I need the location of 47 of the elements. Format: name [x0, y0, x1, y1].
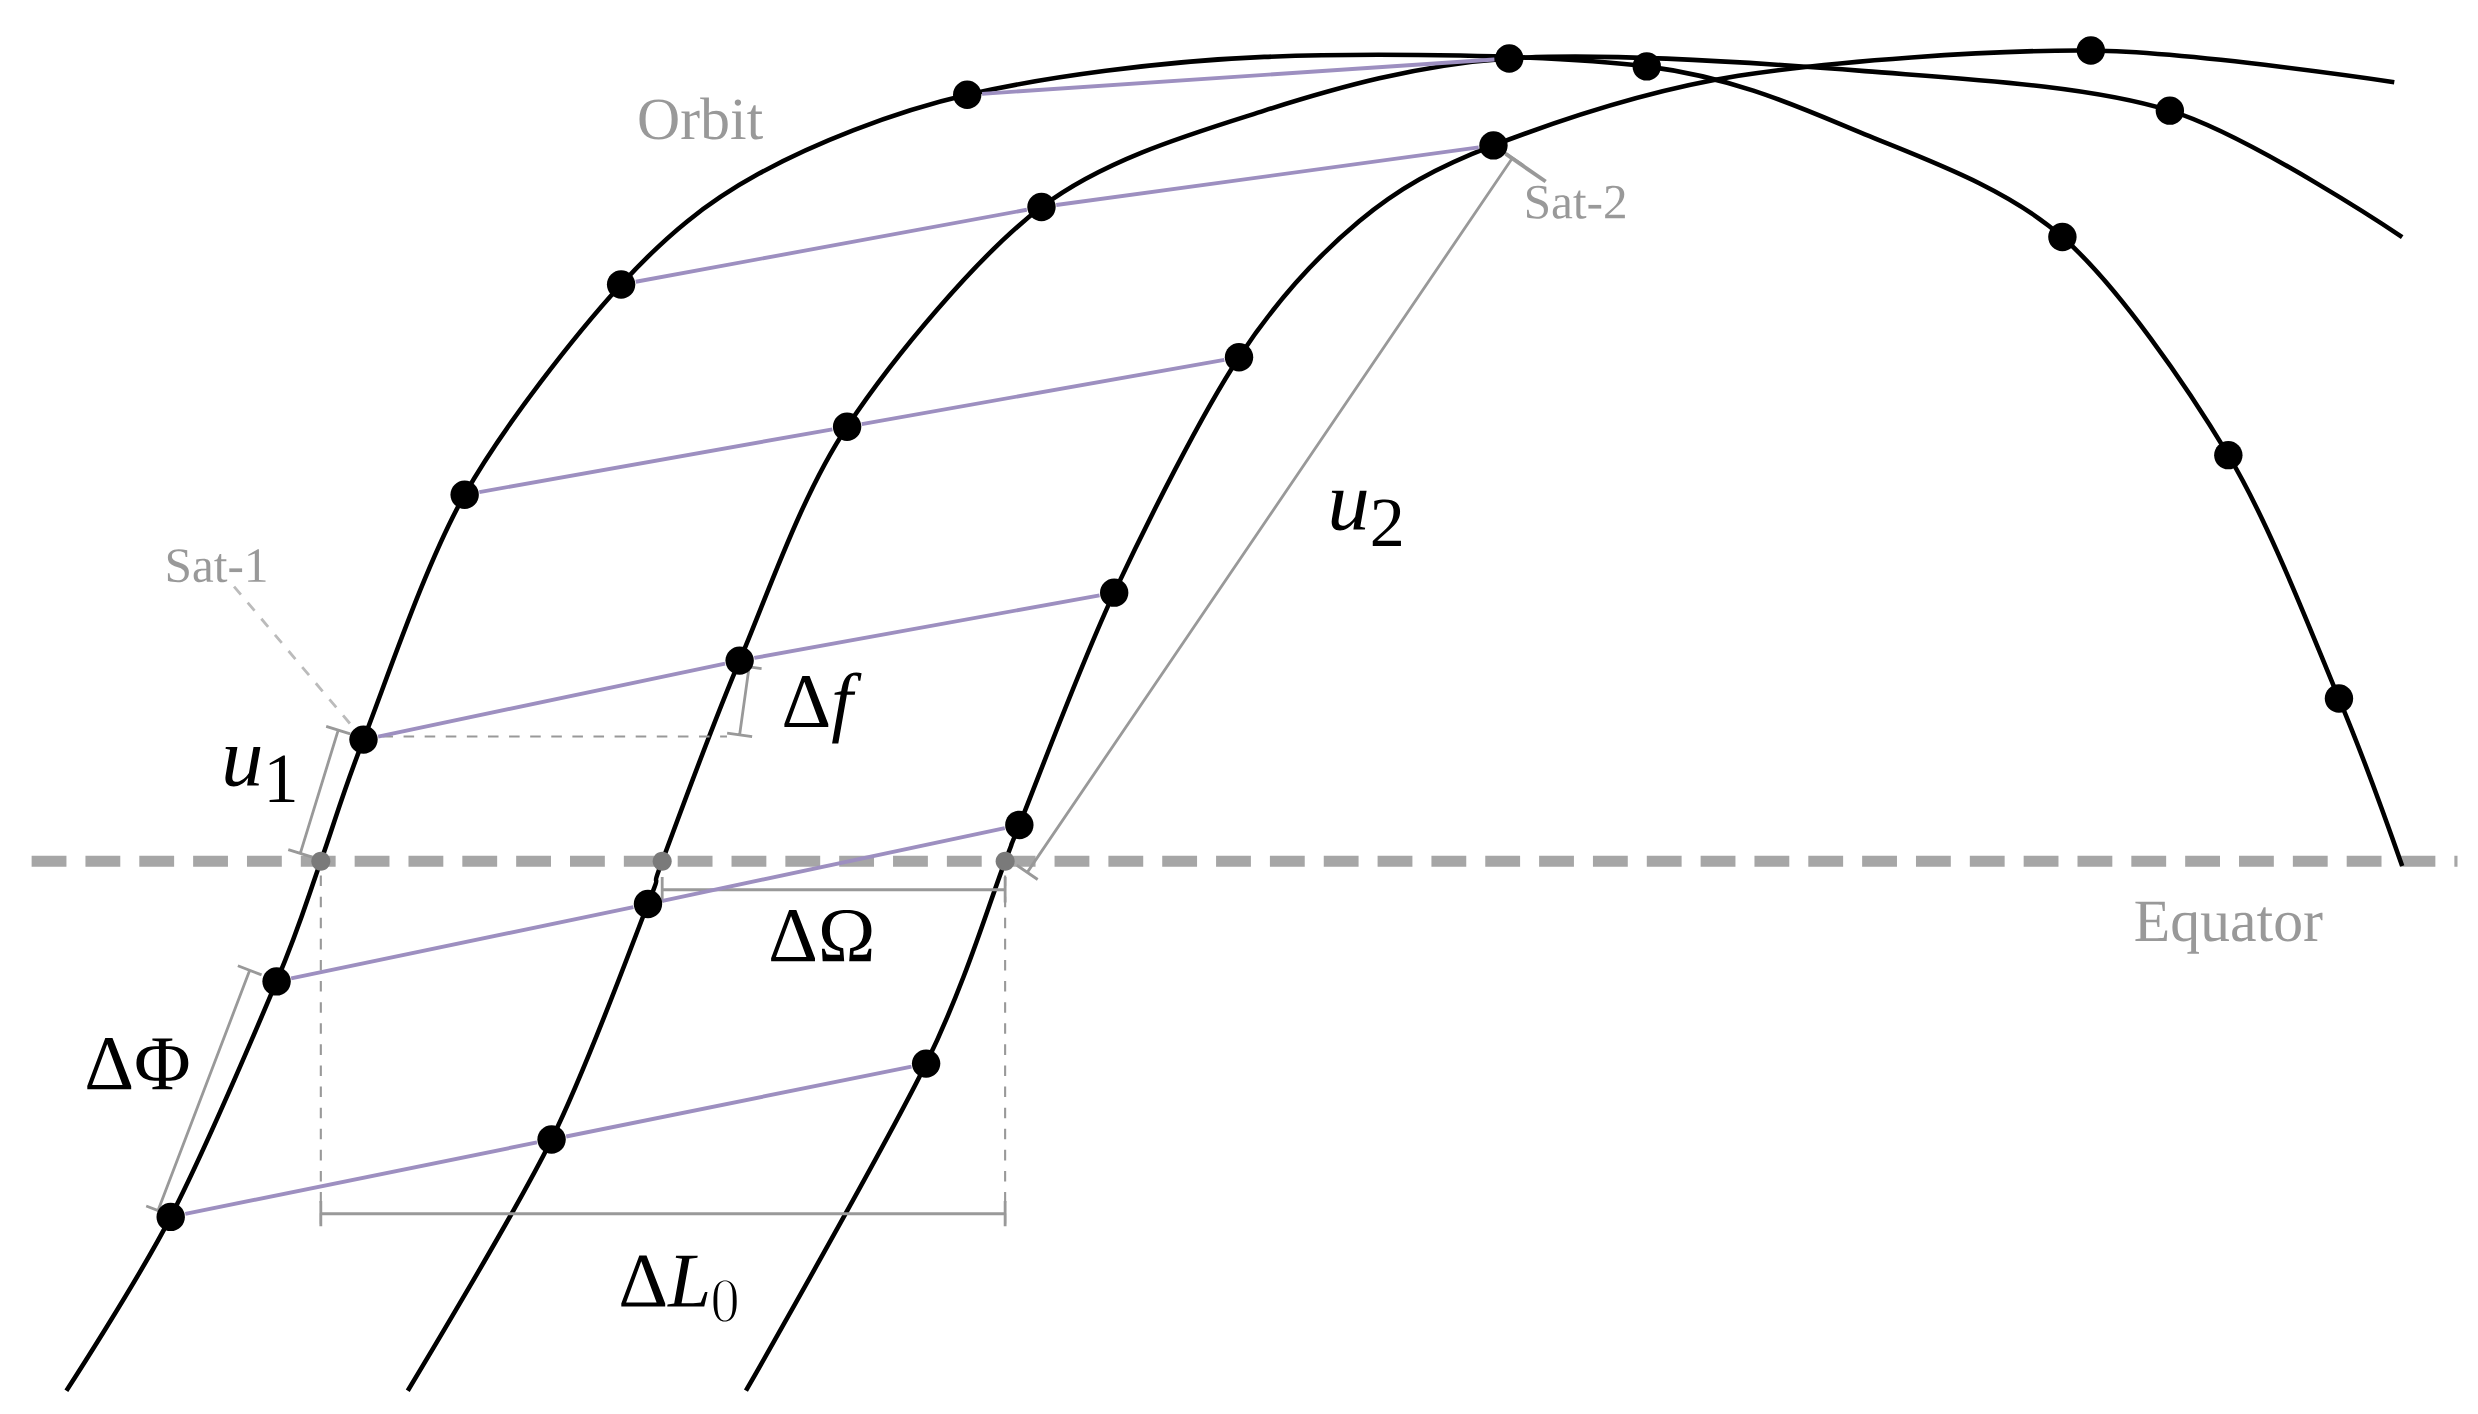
dimension-label: u$_{2}$ — [1331, 490, 1401, 546]
satellite-dot — [832, 412, 862, 441]
crosslink-line — [753, 593, 1100, 660]
crosslink-line — [635, 207, 1028, 284]
satellite-dot — [725, 646, 754, 675]
crosslink-line — [479, 427, 833, 494]
crossing-point — [652, 851, 672, 871]
crosslink-line — [565, 1064, 912, 1139]
leader-line — [1504, 152, 1547, 183]
satellite-dot — [2324, 684, 2354, 713]
crosslink-line — [981, 57, 1495, 96]
dimension-label: ΔΦ — [87, 1037, 189, 1089]
satellite-dot — [1099, 578, 1129, 607]
satellite-dot — [633, 889, 663, 918]
dimension-label: $\mbox{Δ}L_{0}$ — [621, 1255, 737, 1322]
satellite-label: Sat-2 — [1527, 185, 1625, 219]
satellite-dot — [1495, 44, 1524, 73]
satellite-dot — [349, 725, 378, 754]
satellite-dot — [606, 270, 636, 299]
satellite-dot — [1479, 131, 1508, 160]
crossing-point — [311, 851, 331, 871]
crosslink-line — [861, 357, 1225, 426]
dimension-label: u$_{1}$ — [225, 746, 295, 802]
satellite-dot — [1027, 192, 1056, 222]
satellite-dot — [2214, 440, 2243, 470]
dimension-label: $\mbox{Δ}f$ — [784, 672, 862, 744]
satellite-dot — [2155, 96, 2185, 125]
satellite-dot — [2048, 222, 2077, 252]
crosslink-line — [184, 1140, 538, 1216]
satellite-dot — [450, 480, 479, 509]
crosslink-line — [662, 825, 1006, 903]
satellite-dot — [953, 80, 982, 109]
satellite-dot — [2076, 36, 2106, 65]
crossing-point — [995, 851, 1015, 871]
satellite-dot — [911, 1049, 941, 1078]
satellite-dot — [262, 967, 291, 996]
crosslink-line — [1056, 145, 1479, 207]
satellite-dot — [156, 1202, 185, 1231]
satellite-label: Sat-1 — [167, 549, 266, 583]
dimension-label: ΔΩ — [771, 909, 872, 961]
satellite-dot — [537, 1125, 566, 1154]
satellite-dot — [1632, 51, 1661, 81]
equator-label: Equator — [2135, 901, 2323, 954]
satellite-dot — [1005, 810, 1034, 839]
crosslink-line — [290, 904, 634, 981]
orbit-label: Orbit — [639, 97, 763, 140]
satellite-dot — [1224, 342, 1254, 372]
